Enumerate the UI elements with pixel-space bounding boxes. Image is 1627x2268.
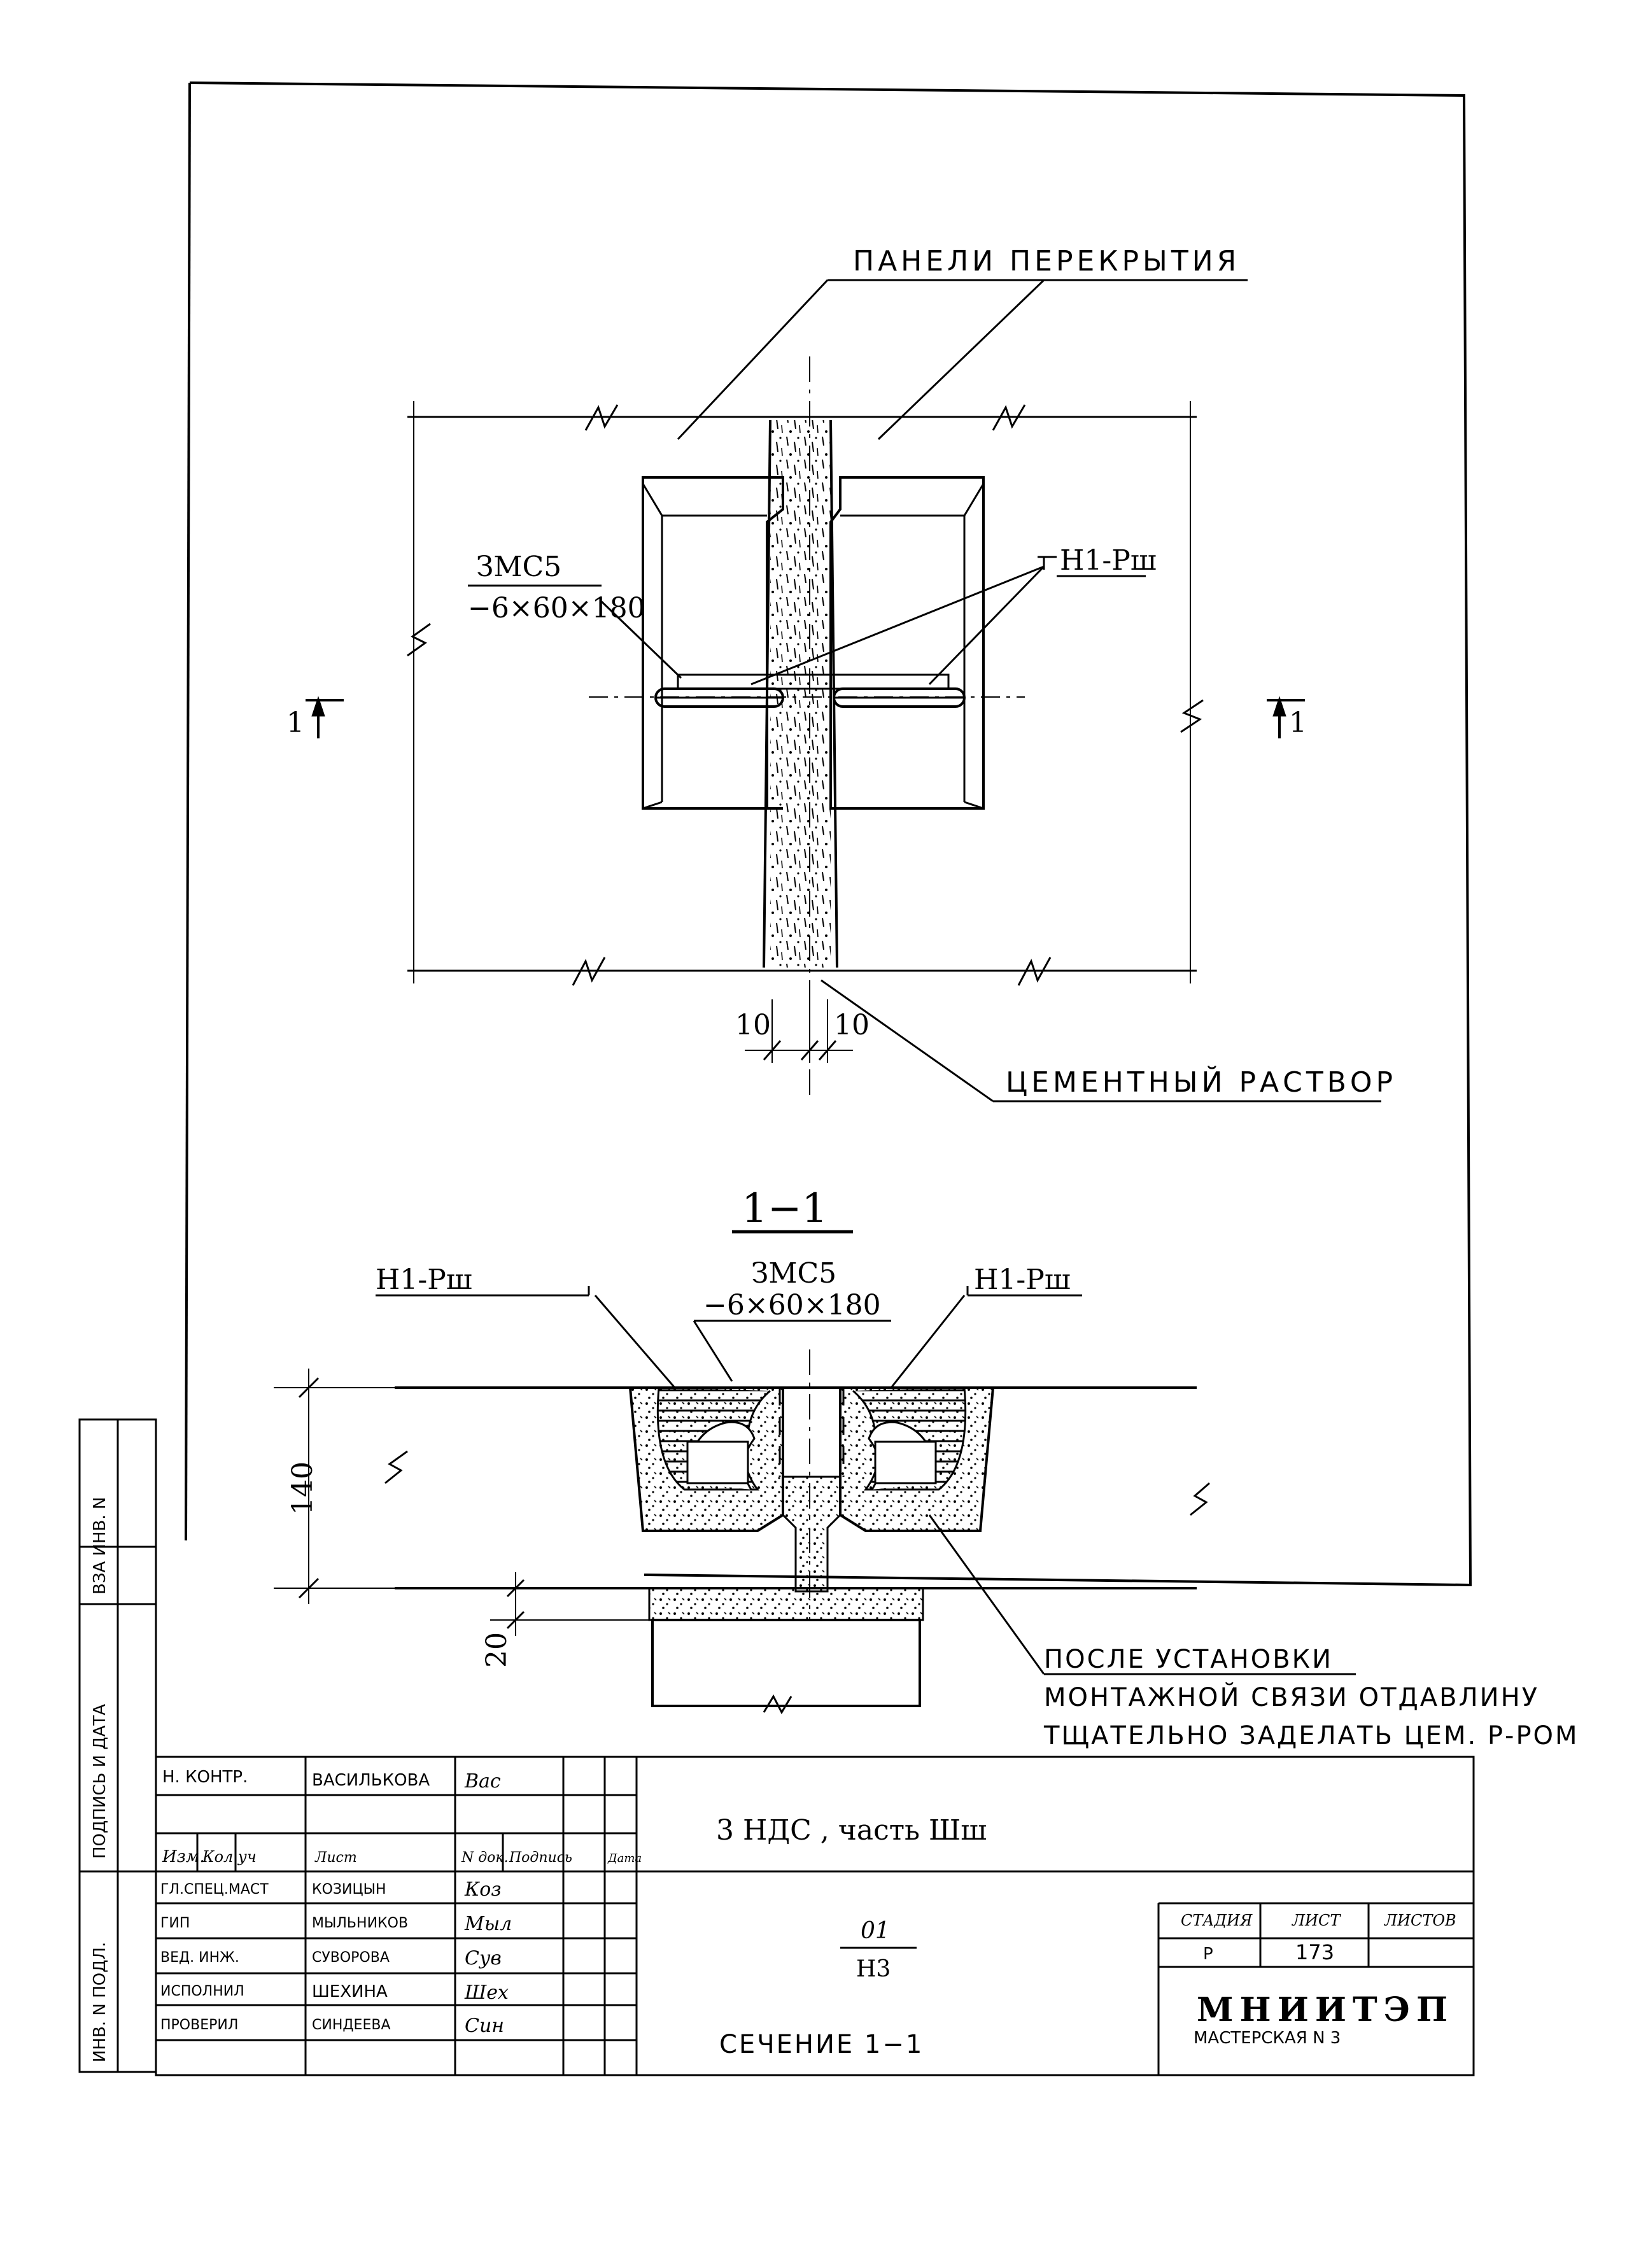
label-weld-plan: Н1-Рш bbox=[1060, 544, 1157, 577]
tb-row-name: МЫЛЬНИКОВ bbox=[312, 1915, 408, 1931]
tb-header-podpis: Подпись bbox=[509, 1850, 572, 1866]
tb-row-sign: Мыл bbox=[464, 1913, 512, 1935]
label-section-plate-size: −6×60×180 bbox=[703, 1289, 881, 1321]
tb-list-value: 173 bbox=[1295, 1940, 1334, 1964]
label-plate-name: ЗМС5 bbox=[476, 551, 561, 583]
section-title: 1−1 bbox=[742, 1185, 828, 1232]
tb-sheet-title: СЕЧЕНИЕ 1−1 bbox=[719, 2030, 924, 2059]
note-line-1: ПОСЛЕ УСТАНОВКИ bbox=[1044, 1645, 1333, 1674]
tb-nkontr-name: ВАСИЛЬКОВА bbox=[312, 1771, 430, 1790]
tb-row-name: СУВОРОВА bbox=[312, 1950, 390, 1966]
tb-row-role: ПРОВЕРИЛ bbox=[160, 2017, 238, 2033]
tb-nkontr-sign: Вас bbox=[464, 1770, 501, 1793]
label-section-plate-name: ЗМС5 bbox=[751, 1257, 836, 1290]
tb-header-list: Лист bbox=[314, 1850, 357, 1866]
label-cement-mortar: ЦЕМЕНТНЫЙ РАСТВОР bbox=[1006, 1065, 1397, 1099]
tb-stage-label: СТАДИЯ bbox=[1181, 1912, 1253, 1929]
tb-listov-label: ЛИСТОВ bbox=[1384, 1912, 1456, 1929]
label-weld-left: Н1-Рш bbox=[376, 1264, 472, 1296]
label-plate-size: −6×60×180 bbox=[468, 592, 645, 624]
tb-row-role: ИСПОЛНИЛ bbox=[160, 1983, 244, 1999]
tb-row-name: ШЕХИНА bbox=[312, 1982, 388, 2001]
title-block-grid bbox=[155, 1756, 1475, 2076]
tb-doc-top: 01 bbox=[861, 1918, 890, 1944]
stamp-inv-n-podl: ИНВ. N ПОДЛ. bbox=[90, 1942, 109, 2062]
note-line-3: ТЩАТЕЛЬНО ЗАДЕЛАТЬ ЦЕМ. Р-РОМ bbox=[1043, 1721, 1579, 1750]
label-floor-panels: ПАНЕЛИ ПЕРЕКРЫТИЯ bbox=[853, 245, 1240, 278]
dim-gap-20: 20 bbox=[481, 1632, 513, 1668]
tb-row-role: ВЕД. ИНЖ. bbox=[160, 1950, 239, 1966]
tb-row-name: СИНДЕЕВА bbox=[312, 2017, 391, 2033]
dim-height-140: 140 bbox=[286, 1462, 319, 1515]
tb-row-role: ГИП bbox=[160, 1915, 190, 1931]
support-wall bbox=[651, 1619, 921, 1707]
tb-row-sign: Шех bbox=[464, 1982, 509, 2004]
tb-signatures: ГЛ.СПЕЦ.МАСТ КОЗИЦЫН Коз ГИП МЫЛЬНИКОВ М… bbox=[160, 1878, 512, 2037]
tb-project: 3 НДС , часть Шш bbox=[716, 1814, 987, 1847]
tb-doc-bottom: Н3 bbox=[856, 1956, 891, 1982]
tb-stage-value: Р bbox=[1203, 1945, 1213, 1964]
cut-mark-right: 1 bbox=[1289, 707, 1307, 739]
tb-header-data: Дата bbox=[607, 1852, 642, 1865]
stamp-vzam-inv: ВЗА ИНВ. N bbox=[90, 1497, 109, 1595]
tb-header-kol: Кол.уч bbox=[202, 1848, 257, 1866]
dim-left-10: 10 bbox=[735, 1009, 771, 1041]
section-mortar bbox=[782, 1476, 842, 1593]
label-weld-right: Н1-Рш bbox=[974, 1264, 1071, 1296]
tb-row-sign: Син bbox=[465, 2015, 504, 2037]
tb-header-ndok: N док. bbox=[461, 1850, 509, 1866]
dim-right-10: 10 bbox=[834, 1009, 870, 1041]
tie-plate bbox=[677, 673, 950, 690]
tb-org-sub: МАСТЕРСКАЯ N 3 bbox=[1194, 2029, 1341, 2048]
note-line-2: МОНТАЖНОЙ СВЯЗИ ОТДАВЛИНУ bbox=[1044, 1682, 1539, 1712]
left-panel-notch bbox=[642, 476, 784, 810]
tb-list-label: ЛИСТ bbox=[1292, 1912, 1341, 1929]
cut-mark-left: 1 bbox=[286, 707, 304, 739]
tb-row-name: КОЗИЦЫН bbox=[312, 1882, 386, 1898]
tb-nkontr-role: Н. КОНТР. bbox=[162, 1768, 248, 1787]
tb-row-sign: Коз bbox=[464, 1878, 502, 1901]
sheet-frame bbox=[185, 81, 1472, 1586]
section-view bbox=[274, 1286, 1356, 1715]
side-stamp bbox=[78, 1418, 157, 2073]
tb-row-sign: Сув bbox=[465, 1947, 502, 1969]
stamp-podpis-data: ПОДПИСЬ И ДАТА bbox=[90, 1704, 109, 1859]
support-bedding bbox=[648, 1587, 924, 1621]
tb-row-role: ГЛ.СПЕЦ.МАСТ bbox=[160, 1882, 269, 1898]
plan-view bbox=[306, 279, 1381, 1102]
tb-header-izm: Изм. bbox=[162, 1847, 205, 1866]
tb-org-name: МНИИТЭП bbox=[1197, 1990, 1454, 2029]
